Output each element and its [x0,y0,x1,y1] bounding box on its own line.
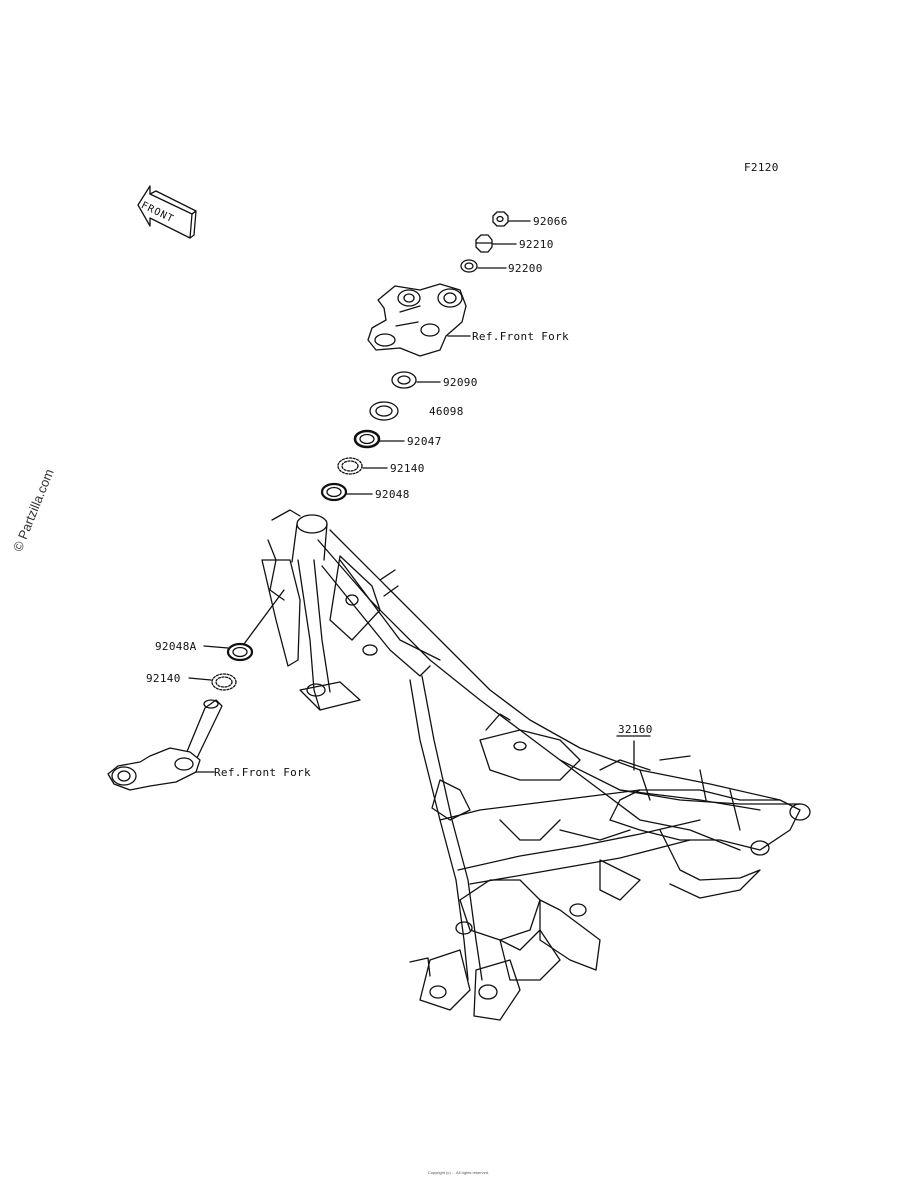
part-46098-icon [369,401,399,421]
part-92066-nut-icon [492,211,531,227]
part-92140-bearing-icon [337,457,363,475]
main-frame-32160-icon [261,509,811,1021]
part-label-92048[interactable]: 92048 [375,488,410,501]
steering-stem-lower-clamp-icon [107,699,223,791]
part-label-92066[interactable]: 92066 [533,215,568,228]
ref-front-fork-upper-label[interactable]: Ref.Front Fork [472,330,569,343]
part-92047-icon [353,429,405,449]
upper-triple-clamp-icon [367,283,471,357]
part-92210-nut-icon [475,234,517,253]
front-arrow-icon [137,185,197,239]
copyright-text: Copyright (c) ... All rights reserved. [427,1170,490,1175]
part-92048A-icon [203,589,285,662]
part-92048-icon [320,482,373,502]
part-label-46098[interactable]: 46098 [429,405,464,418]
part-label-92140-lower[interactable]: 92140 [146,672,181,685]
part-92090-icon [391,371,441,389]
part-label-92047[interactable]: 92047 [407,435,442,448]
part-label-32160[interactable]: 32160 [618,723,653,736]
part-label-92200[interactable]: 92200 [508,262,543,275]
part-label-92048A[interactable]: 92048A [155,640,197,653]
part-label-92140-upper[interactable]: 92140 [390,462,425,475]
diagram-code: F2120 [744,161,779,174]
part-label-92210[interactable]: 92210 [519,238,554,251]
part-92200-washer-icon [460,259,507,273]
part-92140-lower-bearing-icon [211,673,237,691]
ref-front-fork-lower-label[interactable]: Ref.Front Fork [214,766,311,779]
part-label-92090[interactable]: 92090 [443,376,478,389]
